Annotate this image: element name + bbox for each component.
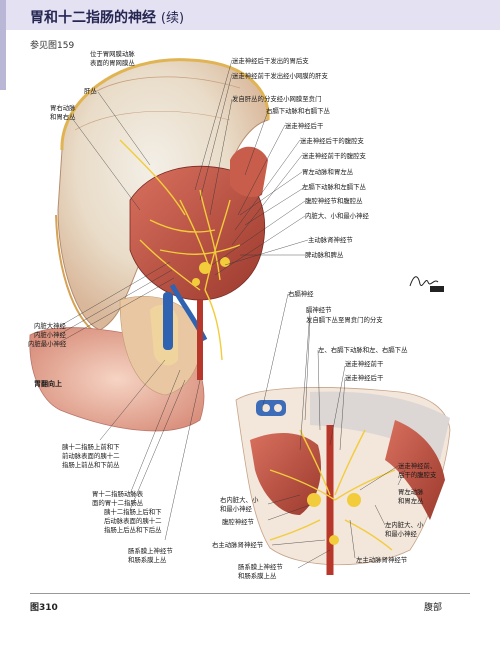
label-splanchnic-nerves: 内脏大、小和最小神经 <box>305 212 369 220</box>
label-posterior-celiac-branch: 迷走神经后干的腹腔支 <box>300 137 364 145</box>
label-right-inferior-phrenic: 右膈下动脉和右膈下丛 <box>266 107 330 115</box>
label-inset-right-splanchnic-line2: 和最小神经 <box>220 505 252 513</box>
label-inset-sup-mesenteric-line2: 和肠系膜上丛 <box>238 572 277 580</box>
label-hepatic-branch: 迷走神经前干发出经小网膜的肝支 <box>232 72 328 80</box>
label-right-gastric-artery-line2: 和胃右丛 <box>50 113 76 121</box>
artist-signature <box>409 276 444 292</box>
label-inset-celiac-branches-line1: 迷走神经前、 <box>398 462 437 470</box>
label-celiac-ganglia: 腹腔神经节和腹腔丛 <box>305 197 363 205</box>
label-inset-anterior-vagal-trunk: 迷走神经前干 <box>345 360 384 368</box>
footer-divider <box>30 593 470 594</box>
label-inset-right-splanchnic-line1: 右内脏大、小 <box>220 496 259 504</box>
label-phrenic-ganglion: 膈神经节 <box>306 306 332 314</box>
label-inset-left-gastric-line1: 胃左动脉 <box>398 488 424 496</box>
label-inset-posterior-vagal-trunk: 迷走神经后干 <box>345 374 384 382</box>
label-posterior-gastric-branch: 迷走神经后干发出的胃后支 <box>232 57 309 65</box>
label-inset-celiac-ganglion: 腹腔神经节 <box>222 518 254 526</box>
label-lesser-splanchnic: 内脏小神经 <box>34 331 66 339</box>
label-gastroduodenal-plexus-line1: 胃十二指肠动脉表 <box>92 490 144 498</box>
label-hepatic-plexus: 肝丛 <box>84 87 97 95</box>
label-left-inferior-phrenic: 左膈下动脉和左膈下丛 <box>302 183 366 191</box>
figure-number: 图310 <box>30 603 58 613</box>
label-cardia-branch: 发自肝丛的分支经小网膜至贲门 <box>232 95 322 103</box>
reference-note: 参见图159 <box>30 41 75 51</box>
label-inset-right-aorticorenal: 右主动脉肾神经节 <box>212 541 264 549</box>
label-anterior-pancreaticoduodenal-line2: 前动脉表面的胰十二 <box>62 452 120 460</box>
label-stomach-flipped-up: 胃翻向上 <box>34 380 62 388</box>
label-splenic-plexus: 脾动脉和脾丛 <box>305 251 344 259</box>
label-inset-sup-mesenteric-line1: 肠系膜上神经节 <box>238 563 283 571</box>
label-superior-mesenteric-ganglion-line2: 和肠系膜上丛 <box>128 556 167 564</box>
label-gastro-omental-plexus-line1: 位于胃网膜动脉 <box>90 50 135 58</box>
label-gastro-omental-plexus-line2: 表面的胃网膜丛 <box>90 59 135 67</box>
label-inset-left-gastric-line2: 和胃左丛 <box>398 497 424 505</box>
label-left-gastric-artery: 胃左动脉和胃左丛 <box>302 168 354 176</box>
label-branch-to-cardia: 发自膈下丛至胃贲门的分支 <box>306 316 383 324</box>
label-aorticorenal-ganglion: 主动脉肾神经节 <box>308 236 353 244</box>
label-inset-left-aorticorenal: 左主动脉肾神经节 <box>356 556 408 564</box>
label-inset-left-splanchnic-line1: 左内脏大、小 <box>385 521 424 529</box>
page-title: 胃和十二指肠的神经 (续) <box>30 7 184 27</box>
label-posterior-vagal-trunk: 迷走神经后干 <box>285 122 324 130</box>
label-superior-mesenteric-ganglion-line1: 肠系膜上神经节 <box>128 547 173 555</box>
leader-lines <box>59 59 406 569</box>
label-posterior-pancreaticoduodenal-line1: 胰十二指肠上后和下 <box>104 508 162 516</box>
label-least-splanchnic: 内脏最小神经 <box>28 340 67 348</box>
label-right-gastric-artery-line1: 胃右动脉 <box>50 104 76 112</box>
label-phrenic-arteries-plexus: 左、右膈下动脉和左、右膈下丛 <box>318 346 408 354</box>
label-right-phrenic-nerve: 右膈神经 <box>288 290 314 298</box>
label-gastroduodenal-plexus-line2: 面的胃十二指肠丛 <box>92 499 144 507</box>
section-name: 腹部 <box>423 603 442 613</box>
label-posterior-pancreaticoduodenal-line2: 后动脉表面的胰十二 <box>104 517 162 525</box>
side-accent-bar <box>0 0 6 90</box>
label-inset-celiac-branches-line2: 后干的腹腔支 <box>398 471 437 479</box>
label-inset-left-splanchnic-line2: 和最小神经 <box>385 530 417 538</box>
label-greater-splanchnic: 内脏大神经 <box>34 322 66 330</box>
label-anterior-pancreaticoduodenal-line3: 指肠上前丛和下前丛 <box>62 461 120 469</box>
celiac-region-drawing <box>119 139 268 380</box>
title-text: 胃和十二指肠的神经 <box>30 10 156 26</box>
label-posterior-pancreaticoduodenal-line3: 指肠上后丛和下后丛 <box>104 526 162 534</box>
title-suffix: (续) <box>160 11 185 26</box>
header-band <box>6 0 500 30</box>
inset-drawing <box>235 387 451 575</box>
duodenum-drawing <box>29 295 205 432</box>
label-anterior-pancreaticoduodenal-line1: 胰十二指肠上前和下 <box>62 443 120 451</box>
label-anterior-celiac-branch: 迷走神经前干的腹腔支 <box>302 152 366 160</box>
